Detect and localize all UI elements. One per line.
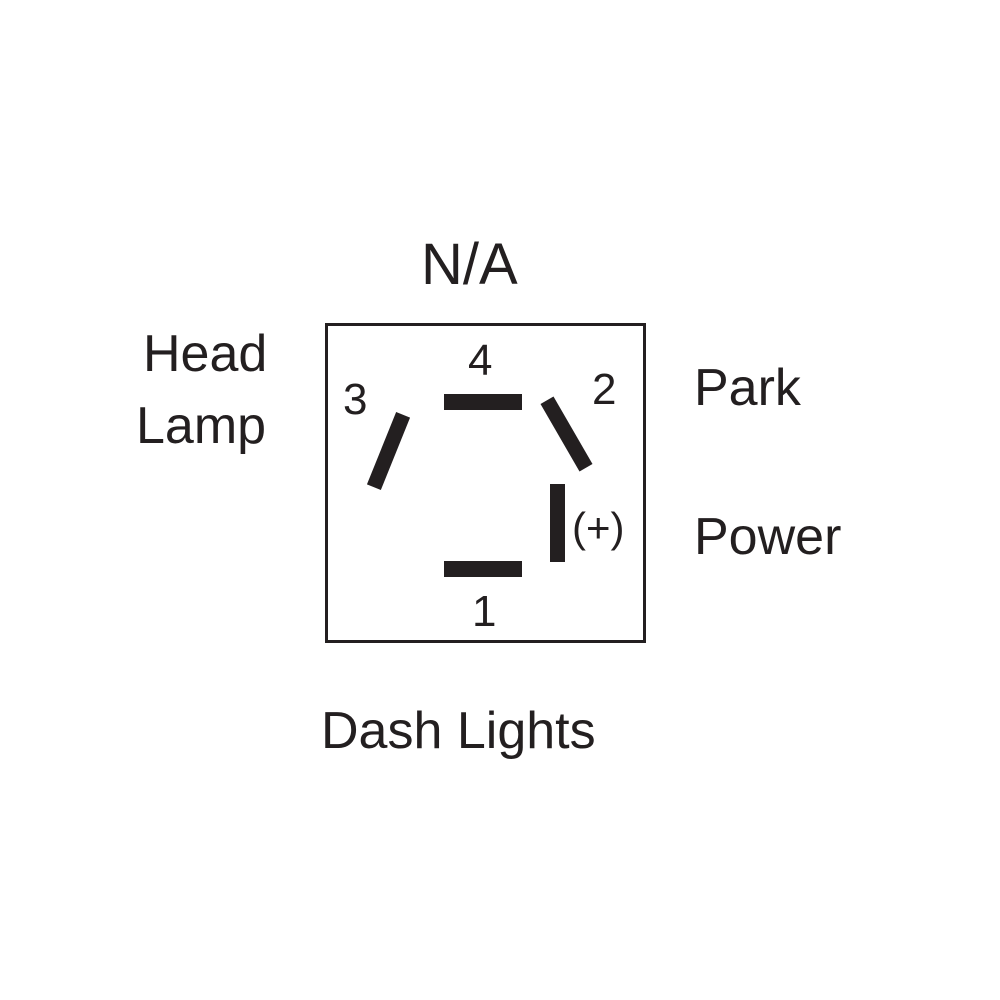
terminal-1-number: 1: [472, 587, 497, 636]
terminal-4-blade: [444, 394, 522, 410]
label-park: Park: [694, 359, 801, 417]
label-power: Power: [694, 508, 842, 566]
label-dash-lights: Dash Lights: [321, 702, 596, 760]
terminal-4-number: 4: [468, 336, 493, 385]
terminal-2-number: 2: [592, 365, 617, 414]
terminal-power-blade: [550, 484, 565, 562]
label-head-lamp-line2: Lamp: [136, 397, 267, 455]
power-polarity-label: (+): [572, 504, 625, 551]
terminal-1-blade: [444, 561, 522, 577]
connector-outline: [325, 323, 646, 643]
terminal-3-number: 3: [343, 375, 368, 424]
label-head-lamp-line1: Head: [143, 325, 268, 383]
label-na: N/A: [421, 232, 518, 297]
